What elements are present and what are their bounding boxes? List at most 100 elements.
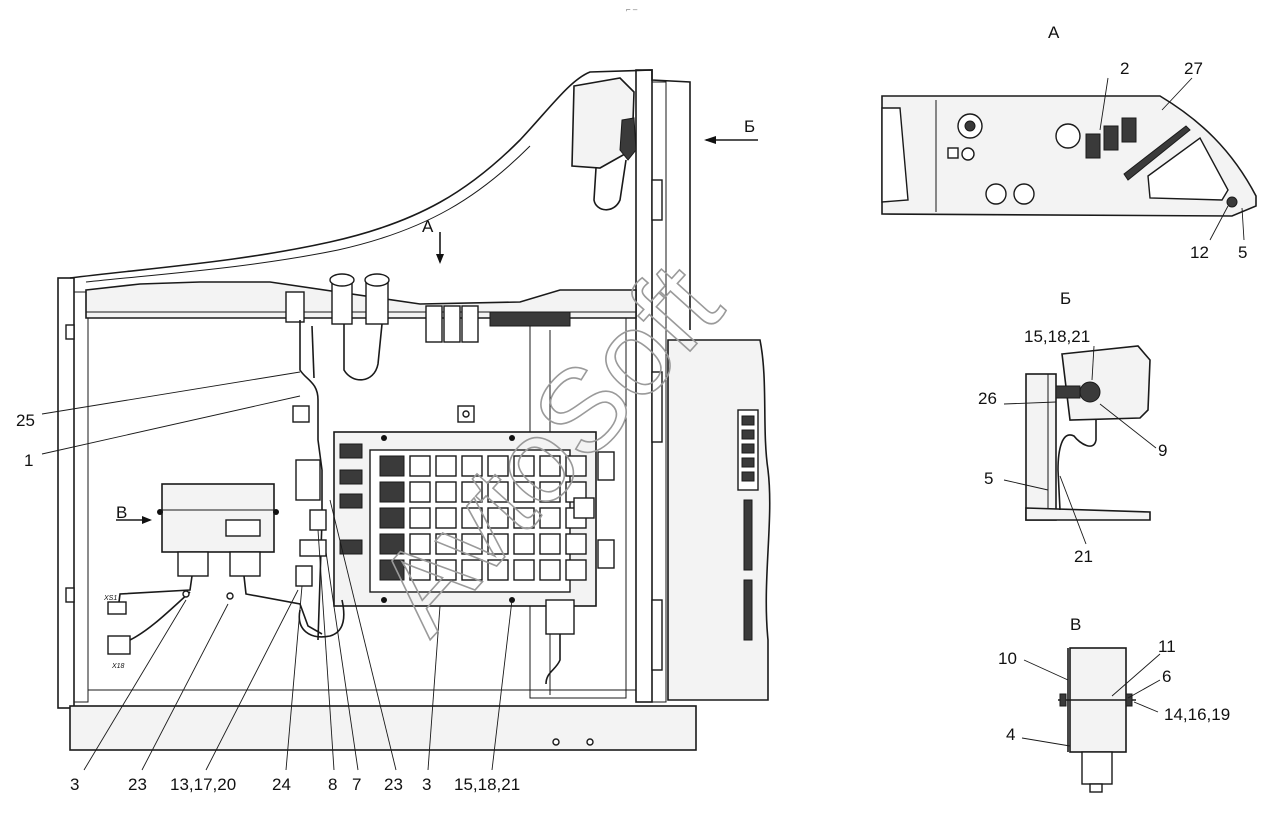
floor-bolt-2 (586, 738, 594, 746)
relay-cable (545, 634, 561, 685)
leader-3b (427, 605, 441, 771)
top-mark: ⌐ ‒ (626, 5, 638, 14)
board-connector-4 (339, 539, 363, 555)
gland-1 (285, 291, 305, 323)
view-arrow-v: В (116, 503, 152, 524)
b-ball-joint (1079, 381, 1101, 403)
door-switch-1 (741, 415, 755, 426)
control-box-bolt-right (273, 509, 279, 515)
control-box-body (161, 483, 275, 553)
relay-1 (425, 305, 443, 343)
b-base (1025, 507, 1151, 521)
fuse-cell (513, 559, 535, 581)
door-switch-2 (741, 429, 755, 440)
board-screw (381, 435, 387, 441)
fuse-cell (461, 507, 483, 529)
component-block (295, 459, 321, 501)
detail-view-b: Б 15,18,21 26 9 5 21 (978, 289, 1167, 566)
door-hinge-lower (651, 599, 663, 671)
fuse-cell (539, 481, 561, 503)
door-switch-4 (741, 457, 755, 468)
callout-15-18-21: 15,18,21 (454, 775, 520, 794)
monitor-bracket (619, 117, 637, 161)
door-switch-3 (741, 443, 755, 454)
leader-3a (83, 599, 187, 771)
fuse-cell (435, 481, 457, 503)
view-v-callout-6: 6 (1162, 667, 1171, 686)
board-bottom-relay (545, 599, 575, 635)
connector-xs1-label: XS1 (103, 595, 117, 602)
fuse-strip (379, 559, 405, 581)
board-screw (381, 597, 387, 603)
cab-outline (69, 69, 691, 330)
fuse-cell (409, 507, 431, 529)
view-b-callout-15-18-21: 15,18,21 (1024, 327, 1090, 346)
fuse-cell (461, 455, 483, 477)
leader-23b (329, 499, 397, 771)
view-arrow-a: А (422, 217, 444, 264)
dash-knob-small (961, 147, 975, 161)
detail-view-a: А 2 27 12 5 (881, 23, 1257, 262)
harness-tie-1 (182, 590, 190, 598)
board-screw (509, 597, 515, 603)
fuse-strip (379, 481, 405, 503)
view-v-title: В (1070, 615, 1081, 634)
dash-gauge-1 (985, 183, 1007, 205)
detail-view-v: В 10 11 6 14,16,19 4 (998, 615, 1230, 793)
leader-a-5 (1241, 207, 1245, 241)
harness-vertical (299, 320, 323, 641)
view-b-title: Б (1060, 289, 1071, 308)
gland-3-cap (364, 273, 390, 287)
fuse-board (333, 431, 615, 685)
view-a-callout-2: 2 (1120, 59, 1129, 78)
fuse-cell (513, 533, 535, 555)
control-box-plug-1 (177, 551, 209, 577)
callout-13-17-20: 13,17,20 (170, 775, 236, 794)
dash-ignition-core (964, 120, 976, 132)
fuse-cell (539, 455, 561, 477)
dash-switch-3 (1121, 117, 1137, 143)
dash-indicator-strip (1123, 125, 1191, 181)
leader-b-9 (1099, 403, 1157, 449)
callout-23a: 23 (128, 775, 147, 794)
component-8 (309, 509, 327, 531)
view-b-callout-21: 21 (1074, 547, 1093, 566)
fuse-strip (379, 533, 405, 555)
gland-2-cap (329, 273, 355, 287)
callout-24: 24 (272, 775, 291, 794)
board-screw (509, 435, 515, 441)
fuse-cell (513, 481, 535, 503)
dash-switch-1 (1085, 133, 1101, 159)
leader-8 (317, 529, 335, 771)
fuse-cell (435, 455, 457, 477)
dash-gauge-2 (1013, 183, 1035, 205)
dash-panel-left-end (881, 107, 909, 203)
leader-v-11 (1111, 653, 1161, 697)
v-nut-right (1125, 693, 1133, 707)
fuse-cell (409, 455, 431, 477)
callout-23b: 23 (384, 775, 403, 794)
component-7 (299, 539, 327, 557)
door-connector-strip-2 (743, 579, 753, 641)
roof-glands (285, 273, 571, 343)
board-right-block (573, 497, 595, 519)
view-v-callout-11: 11 (1158, 637, 1176, 656)
left-wall-hinge-bottom (65, 587, 75, 603)
fuse-cell (565, 455, 587, 477)
floor-bolt-1 (552, 738, 560, 746)
leader-a-2 (1099, 77, 1109, 131)
fuse-cell (461, 533, 483, 555)
dash-switch-small (947, 147, 959, 159)
harness-vertical-3 (311, 325, 315, 379)
view-a-callout-5: 5 (1238, 243, 1247, 262)
leader-b-15 (1091, 345, 1095, 381)
callout-7: 7 (352, 775, 361, 794)
fuse-cell (435, 559, 457, 581)
fuse-cell (461, 481, 483, 503)
view-a-title: А (1048, 23, 1060, 42)
fuse-cell (565, 533, 587, 555)
door-hinge-mid (651, 371, 663, 443)
fuse-cell (565, 559, 587, 581)
leader-b-5 (1003, 479, 1049, 491)
left-wall-inner (73, 291, 89, 703)
